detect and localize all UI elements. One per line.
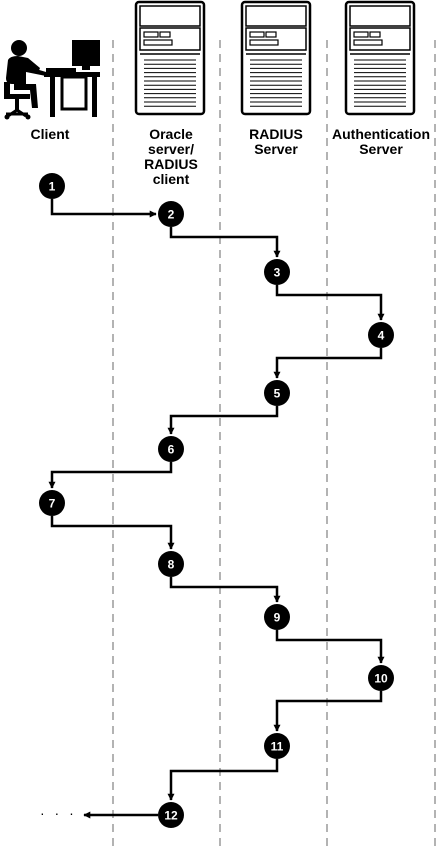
flow-arrow-6-to-7 bbox=[48, 462, 173, 489]
step-circle bbox=[264, 733, 290, 759]
column-label-oracle: server/ bbox=[148, 141, 194, 157]
step-circle bbox=[368, 665, 394, 691]
flow-arrow-8-to-9 bbox=[169, 577, 281, 603]
step-number: 6 bbox=[168, 443, 175, 457]
step-circle bbox=[158, 802, 184, 828]
flow-arrow-7-to-8 bbox=[50, 516, 175, 550]
step-number: 12 bbox=[164, 809, 178, 823]
step-circle bbox=[39, 490, 65, 516]
column-label-client: Client bbox=[31, 126, 70, 142]
step-number: 9 bbox=[274, 611, 281, 625]
column-label-auth: Server bbox=[359, 141, 403, 157]
step-number: 4 bbox=[378, 329, 385, 343]
continuation-ellipsis: · · · bbox=[40, 805, 77, 821]
step-circle bbox=[264, 604, 290, 630]
step-node-4: 4 bbox=[368, 322, 394, 348]
step-circle bbox=[264, 259, 290, 285]
person-at-computer-icon bbox=[4, 40, 100, 120]
step-node-7: 7 bbox=[39, 490, 65, 516]
step-number: 8 bbox=[168, 558, 175, 572]
step-circle bbox=[264, 380, 290, 406]
flow-arrow-11-to-12 bbox=[167, 759, 279, 801]
step-node-1: 1 bbox=[39, 173, 65, 199]
flow-arrow-4-to-5 bbox=[273, 348, 383, 379]
step-circle bbox=[158, 436, 184, 462]
flow-arrow-10-to-11 bbox=[273, 691, 383, 732]
step-number: 7 bbox=[49, 497, 56, 511]
step-number: 10 bbox=[374, 672, 388, 686]
column-label-oracle: Oracle bbox=[149, 126, 193, 142]
step-circle bbox=[158, 551, 184, 577]
step-circle bbox=[158, 201, 184, 227]
step-node-10: 10 bbox=[368, 665, 394, 691]
flow-arrow-5-to-6 bbox=[167, 406, 279, 435]
step-node-12: 12 bbox=[158, 802, 184, 828]
flow-arrow-2-to-3 bbox=[169, 227, 281, 258]
step-node-6: 6 bbox=[158, 436, 184, 462]
step-circle bbox=[39, 173, 65, 199]
step-number: 1 bbox=[49, 180, 56, 194]
step-node-11: 11 bbox=[264, 733, 290, 759]
step-node-3: 3 bbox=[264, 259, 290, 285]
column-label-radius: RADIUS bbox=[249, 126, 303, 142]
column-label-oracle: RADIUS bbox=[144, 156, 198, 172]
flow-arrow-3-to-4 bbox=[275, 285, 385, 321]
step-node-5: 5 bbox=[264, 380, 290, 406]
step-node-8: 8 bbox=[158, 551, 184, 577]
flow-arrow-1-to-2 bbox=[50, 199, 157, 218]
server-tower-icon bbox=[134, 0, 206, 116]
step-circle bbox=[368, 322, 394, 348]
column-label-radius: Server bbox=[254, 141, 298, 157]
column-label-auth: Authentication bbox=[332, 126, 430, 142]
server-tower-icon bbox=[344, 0, 416, 116]
server-tower-icon bbox=[240, 0, 312, 116]
step-node-9: 9 bbox=[264, 604, 290, 630]
step-number: 5 bbox=[274, 387, 281, 401]
step-number: 3 bbox=[274, 266, 281, 280]
flow-arrow-9-to-10 bbox=[275, 630, 385, 664]
step-number: 2 bbox=[168, 208, 175, 222]
step-node-2: 2 bbox=[158, 201, 184, 227]
column-label-oracle: client bbox=[153, 171, 190, 187]
step-number: 11 bbox=[271, 740, 284, 754]
